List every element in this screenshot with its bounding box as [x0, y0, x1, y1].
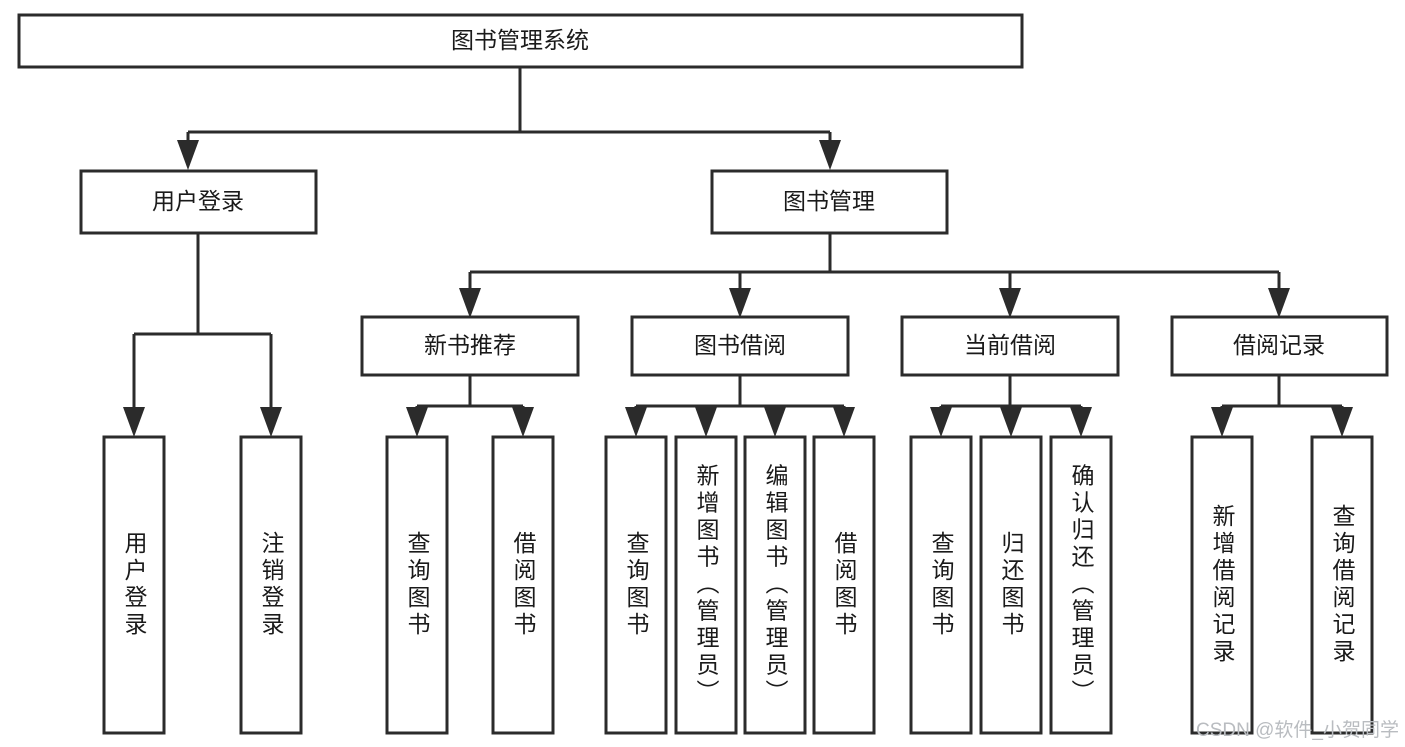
node-borrow-record-box[interactable] — [1170, 315, 1389, 377]
node-user-login-label: 用户登录 — [152, 188, 244, 214]
node-leaf-return-book-box[interactable] — [979, 435, 1043, 735]
node-current-borrow-label: 当前借阅 — [964, 332, 1056, 358]
node-leaf-query-book-3-label: 查询图书 — [928, 531, 955, 639]
arrow-bb-leaf-2 — [695, 407, 717, 437]
node-leaf-query-book-3-box[interactable] — [909, 435, 973, 735]
node-leaf-add-record-label: 新增借阅记录 — [1209, 504, 1236, 666]
node-book-management-label: 图书管理 — [783, 188, 875, 214]
node-leaf-return-book[interactable]: 归还图书 — [979, 435, 1043, 735]
node-leaf-query-record[interactable]: 查询借阅记录 — [1310, 435, 1374, 735]
node-borrow-record-label: 借阅记录 — [1233, 332, 1325, 358]
arrow-root-to-user-login — [177, 140, 199, 170]
node-book-borrow-box[interactable] — [630, 315, 850, 377]
node-leaf-edit-book-label: 编辑图书（管理员） — [762, 464, 789, 707]
node-leaf-borrow-book-2[interactable]: 借阅图书 — [812, 435, 876, 735]
node-book-management[interactable]: 图书管理 — [710, 169, 949, 235]
node-leaf-add-record-box[interactable] — [1190, 435, 1254, 735]
node-leaf-add-book[interactable]: 新增图书（管理员） — [674, 435, 738, 735]
node-leaf-query-book-2-label: 查询图书 — [623, 531, 650, 639]
arrow-bm-to-book-borrow — [729, 288, 751, 318]
node-leaf-logout-login[interactable]: 注销登录 — [239, 435, 303, 735]
csdn-watermark: CSDN @软件_小贺同学 — [1196, 719, 1399, 741]
arrow-bb-leaf-3 — [764, 407, 786, 437]
arrow-bm-to-current-borrow — [999, 288, 1021, 318]
node-leaf-query-record-box[interactable] — [1310, 435, 1374, 735]
node-user-login[interactable]: 用户登录 — [79, 169, 318, 235]
node-leaf-confirm-return[interactable]: 确认归还（管理员） — [1049, 435, 1113, 735]
arrow-nbr-leaf-2 — [512, 407, 534, 437]
arrow-nbr-leaf-1 — [406, 407, 428, 437]
node-leaf-query-book-1[interactable]: 查询图书 — [385, 435, 449, 735]
node-root[interactable]: 图书管理系统 — [17, 13, 1024, 69]
arrow-cb-leaf-3 — [1070, 407, 1092, 437]
node-leaf-query-book-1-box[interactable] — [385, 435, 449, 735]
node-book-management-box[interactable] — [710, 169, 949, 235]
node-new-book-recommend[interactable]: 新书推荐 — [360, 315, 580, 377]
node-leaf-add-record[interactable]: 新增借阅记录 — [1190, 435, 1254, 735]
node-leaf-edit-book[interactable]: 编辑图书（管理员） — [743, 435, 807, 735]
node-leaf-return-book-label: 归还图书 — [998, 531, 1025, 639]
node-leaf-add-book-box[interactable] — [674, 435, 738, 735]
arrow-user-login-leaf-2 — [260, 407, 282, 437]
node-book-borrow[interactable]: 图书借阅 — [630, 315, 850, 377]
node-leaf-query-book-2[interactable]: 查询图书 — [604, 435, 668, 735]
arrow-cb-leaf-2 — [1000, 407, 1022, 437]
node-leaf-borrow-book-1-label: 借阅图书 — [510, 531, 537, 639]
arrow-bm-to-new-book — [459, 288, 481, 318]
node-leaf-query-book-1-label: 查询图书 — [404, 531, 431, 639]
node-leaf-borrow-book-1-box[interactable] — [491, 435, 555, 735]
arrow-cb-leaf-1 — [930, 407, 952, 437]
node-leaf-query-book-2-box[interactable] — [604, 435, 668, 735]
arrow-br-leaf-2 — [1331, 407, 1353, 437]
node-book-borrow-label: 图书借阅 — [694, 332, 786, 358]
node-leaf-user-login-label: 用户登录 — [121, 531, 148, 639]
node-root-label: 图书管理系统 — [451, 27, 589, 53]
arrow-br-leaf-1 — [1211, 407, 1233, 437]
node-leaf-confirm-return-label: 确认归还（管理员） — [1068, 464, 1095, 707]
node-new-book-recommend-box[interactable] — [360, 315, 580, 377]
node-leaf-confirm-return-box[interactable] — [1049, 435, 1113, 735]
node-current-borrow-box[interactable] — [900, 315, 1120, 377]
arrow-bb-leaf-1 — [625, 407, 647, 437]
node-leaf-add-book-label: 新增图书（管理员） — [693, 464, 720, 707]
node-leaf-logout-login-box[interactable] — [239, 435, 303, 735]
node-leaf-borrow-book-2-box[interactable] — [812, 435, 876, 735]
node-leaf-query-book-3[interactable]: 查询图书 — [909, 435, 973, 735]
node-leaf-edit-book-box[interactable] — [743, 435, 807, 735]
node-current-borrow[interactable]: 当前借阅 — [900, 315, 1120, 377]
node-leaf-borrow-book-1[interactable]: 借阅图书 — [491, 435, 555, 735]
arrow-bm-to-borrow-record — [1268, 288, 1290, 318]
node-user-login-box[interactable] — [79, 169, 318, 235]
arrow-root-to-book-management — [819, 140, 841, 170]
node-new-book-recommend-label: 新书推荐 — [424, 332, 516, 358]
connector-layer — [123, 67, 1353, 437]
node-leaf-borrow-book-2-label: 借阅图书 — [831, 531, 858, 639]
arrow-bb-leaf-4 — [833, 407, 855, 437]
node-borrow-record[interactable]: 借阅记录 — [1170, 315, 1389, 377]
node-leaf-user-login-box[interactable] — [102, 435, 166, 735]
node-root-box[interactable] — [17, 13, 1024, 69]
node-leaf-logout-login-label: 注销登录 — [258, 531, 285, 639]
node-leaf-query-record-label: 查询借阅记录 — [1329, 504, 1356, 666]
arrow-user-login-leaf-1 — [123, 407, 145, 437]
node-leaf-user-login[interactable]: 用户登录 — [102, 435, 166, 735]
